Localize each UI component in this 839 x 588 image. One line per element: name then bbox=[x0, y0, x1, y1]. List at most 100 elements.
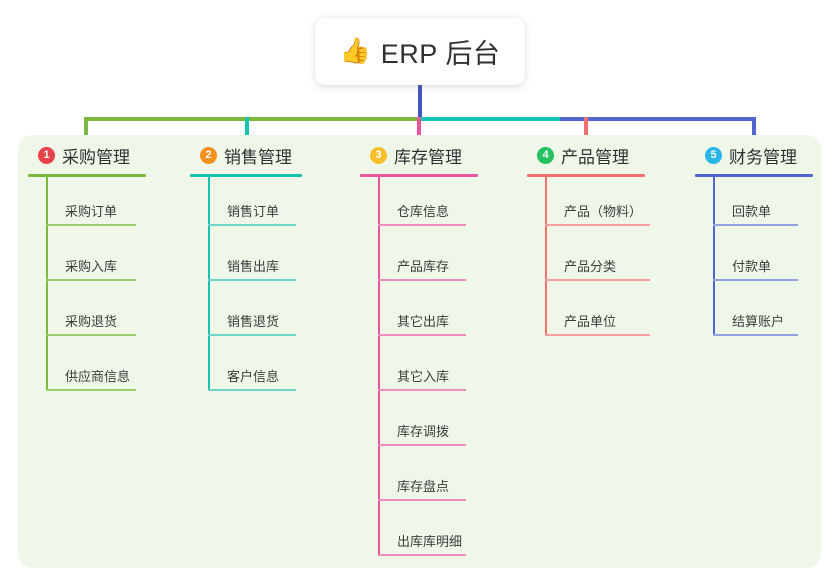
module-item-underline bbox=[378, 389, 466, 391]
module-number-badge: 1 bbox=[38, 146, 55, 164]
module-title: 产品管理 bbox=[561, 147, 629, 167]
module-item[interactable]: 产品库存 bbox=[360, 232, 520, 287]
module-item-underline bbox=[46, 334, 136, 336]
branch-stub-3 bbox=[417, 117, 421, 141]
module-item-underline bbox=[46, 224, 136, 226]
module-underline bbox=[190, 174, 302, 177]
module-item-label: 采购入库 bbox=[65, 259, 118, 274]
module-item-label: 库存盘点 bbox=[397, 479, 450, 494]
module-item[interactable]: 付款单 bbox=[695, 232, 830, 287]
module-item-underline bbox=[378, 554, 466, 556]
module-header-4[interactable]: 4 产品管理 bbox=[527, 142, 692, 168]
module-column-1: 1 采购管理采购订单采购入库采购退货供应商信息 bbox=[28, 142, 178, 397]
module-number-badge: 4 bbox=[537, 146, 554, 164]
module-item[interactable]: 其它入库 bbox=[360, 342, 520, 397]
horizontal-connector-teal bbox=[416, 117, 560, 121]
module-item-label: 出库库明细 bbox=[397, 534, 463, 549]
module-item-label: 付款单 bbox=[732, 259, 772, 274]
branch-stub-1 bbox=[84, 117, 88, 141]
module-item[interactable]: 供应商信息 bbox=[28, 342, 178, 397]
module-header-5[interactable]: 5 财务管理 bbox=[695, 142, 830, 168]
module-column-4: 4 产品管理产品（物料） 产品分类产品单位 bbox=[527, 142, 692, 342]
module-item-list: 回款单付款单结算账户 bbox=[695, 177, 830, 342]
module-item-label: 销售出库 bbox=[227, 259, 280, 274]
module-column-2: 2 销售管理销售订单销售出库销售退货客户信息 bbox=[190, 142, 340, 397]
module-item-underline bbox=[208, 334, 296, 336]
module-item[interactable]: 客户信息 bbox=[190, 342, 340, 397]
module-title: 库存管理 bbox=[394, 147, 462, 167]
module-number-badge: 5 bbox=[705, 146, 722, 164]
module-underline bbox=[527, 174, 645, 177]
module-item[interactable]: 产品（物料） bbox=[527, 177, 692, 232]
module-item-label: 结算账户 bbox=[732, 314, 785, 329]
module-underline bbox=[28, 174, 146, 177]
module-item-label: 产品（物料） bbox=[564, 204, 643, 219]
root-node-card[interactable]: 👍 ERP 后台 bbox=[315, 18, 525, 85]
module-item-underline bbox=[208, 279, 296, 281]
module-header-1[interactable]: 1 采购管理 bbox=[28, 142, 178, 168]
module-title: 采购管理 bbox=[62, 147, 130, 167]
module-number-badge: 2 bbox=[200, 146, 217, 164]
branch-stub-4 bbox=[584, 117, 588, 141]
module-item-label: 采购订单 bbox=[65, 204, 118, 219]
module-title: 销售管理 bbox=[224, 147, 292, 167]
module-item[interactable]: 库存调拨 bbox=[360, 397, 520, 452]
module-underline bbox=[360, 174, 478, 177]
module-item-label: 回款单 bbox=[732, 204, 772, 219]
module-item[interactable]: 产品单位 bbox=[527, 287, 692, 342]
horizontal-connector-green bbox=[84, 117, 418, 121]
module-item-label: 其它出库 bbox=[397, 314, 450, 329]
module-item-label: 产品库存 bbox=[397, 259, 450, 274]
module-item-label: 采购退货 bbox=[65, 314, 118, 329]
module-item-underline bbox=[545, 224, 650, 226]
module-header-3[interactable]: 3 库存管理 bbox=[360, 142, 520, 168]
module-item-underline bbox=[378, 334, 466, 336]
module-item[interactable]: 结算账户 bbox=[695, 287, 830, 342]
module-underline bbox=[695, 174, 813, 177]
module-item[interactable]: 销售退货 bbox=[190, 287, 340, 342]
module-item-label: 其它入库 bbox=[397, 369, 450, 384]
module-item-label: 供应商信息 bbox=[65, 369, 131, 384]
branch-stub-5 bbox=[752, 117, 756, 141]
module-item[interactable]: 回款单 bbox=[695, 177, 830, 232]
module-spine bbox=[46, 177, 48, 391]
module-item-underline bbox=[208, 224, 296, 226]
root-node-title: ERP 后台 bbox=[380, 39, 501, 69]
module-item[interactable]: 仓库信息 bbox=[360, 177, 520, 232]
module-item[interactable]: 采购订单 bbox=[28, 177, 178, 232]
module-item-label: 仓库信息 bbox=[397, 204, 450, 219]
module-item-label: 销售订单 bbox=[227, 204, 280, 219]
module-item-label: 产品分类 bbox=[564, 259, 617, 274]
module-header-2[interactable]: 2 销售管理 bbox=[190, 142, 340, 168]
module-item-list: 仓库信息产品库存其它出库其它入库库存调拨库存盘点出库库明细 bbox=[360, 177, 520, 562]
module-title: 财务管理 bbox=[729, 147, 797, 167]
module-item[interactable]: 销售订单 bbox=[190, 177, 340, 232]
module-spine bbox=[545, 177, 547, 336]
module-item-label: 客户信息 bbox=[227, 369, 280, 384]
module-item-underline bbox=[713, 224, 798, 226]
module-item[interactable]: 销售出库 bbox=[190, 232, 340, 287]
module-item[interactable]: 采购入库 bbox=[28, 232, 178, 287]
module-number-badge: 3 bbox=[370, 146, 387, 164]
module-item-underline bbox=[378, 499, 466, 501]
module-item-underline bbox=[545, 334, 650, 336]
module-item-underline bbox=[208, 389, 296, 391]
thumbs-up-icon: 👍 bbox=[339, 37, 371, 65]
module-item-underline bbox=[545, 279, 650, 281]
module-spine bbox=[378, 177, 380, 556]
module-item-label: 库存调拨 bbox=[397, 424, 450, 439]
module-item-underline bbox=[378, 224, 466, 226]
module-item[interactable]: 出库库明细 bbox=[360, 507, 520, 562]
module-item[interactable]: 采购退货 bbox=[28, 287, 178, 342]
branch-stub-2 bbox=[245, 117, 249, 141]
module-item-underline bbox=[46, 389, 136, 391]
module-item[interactable]: 产品分类 bbox=[527, 232, 692, 287]
module-item-underline bbox=[378, 279, 466, 281]
module-item-label: 产品单位 bbox=[564, 314, 617, 329]
module-item[interactable]: 其它出库 bbox=[360, 287, 520, 342]
module-item-list: 采购订单采购入库采购退货供应商信息 bbox=[28, 177, 178, 397]
module-item[interactable]: 库存盘点 bbox=[360, 452, 520, 507]
module-item-underline bbox=[713, 279, 798, 281]
module-item-list: 产品（物料） 产品分类产品单位 bbox=[527, 177, 692, 342]
